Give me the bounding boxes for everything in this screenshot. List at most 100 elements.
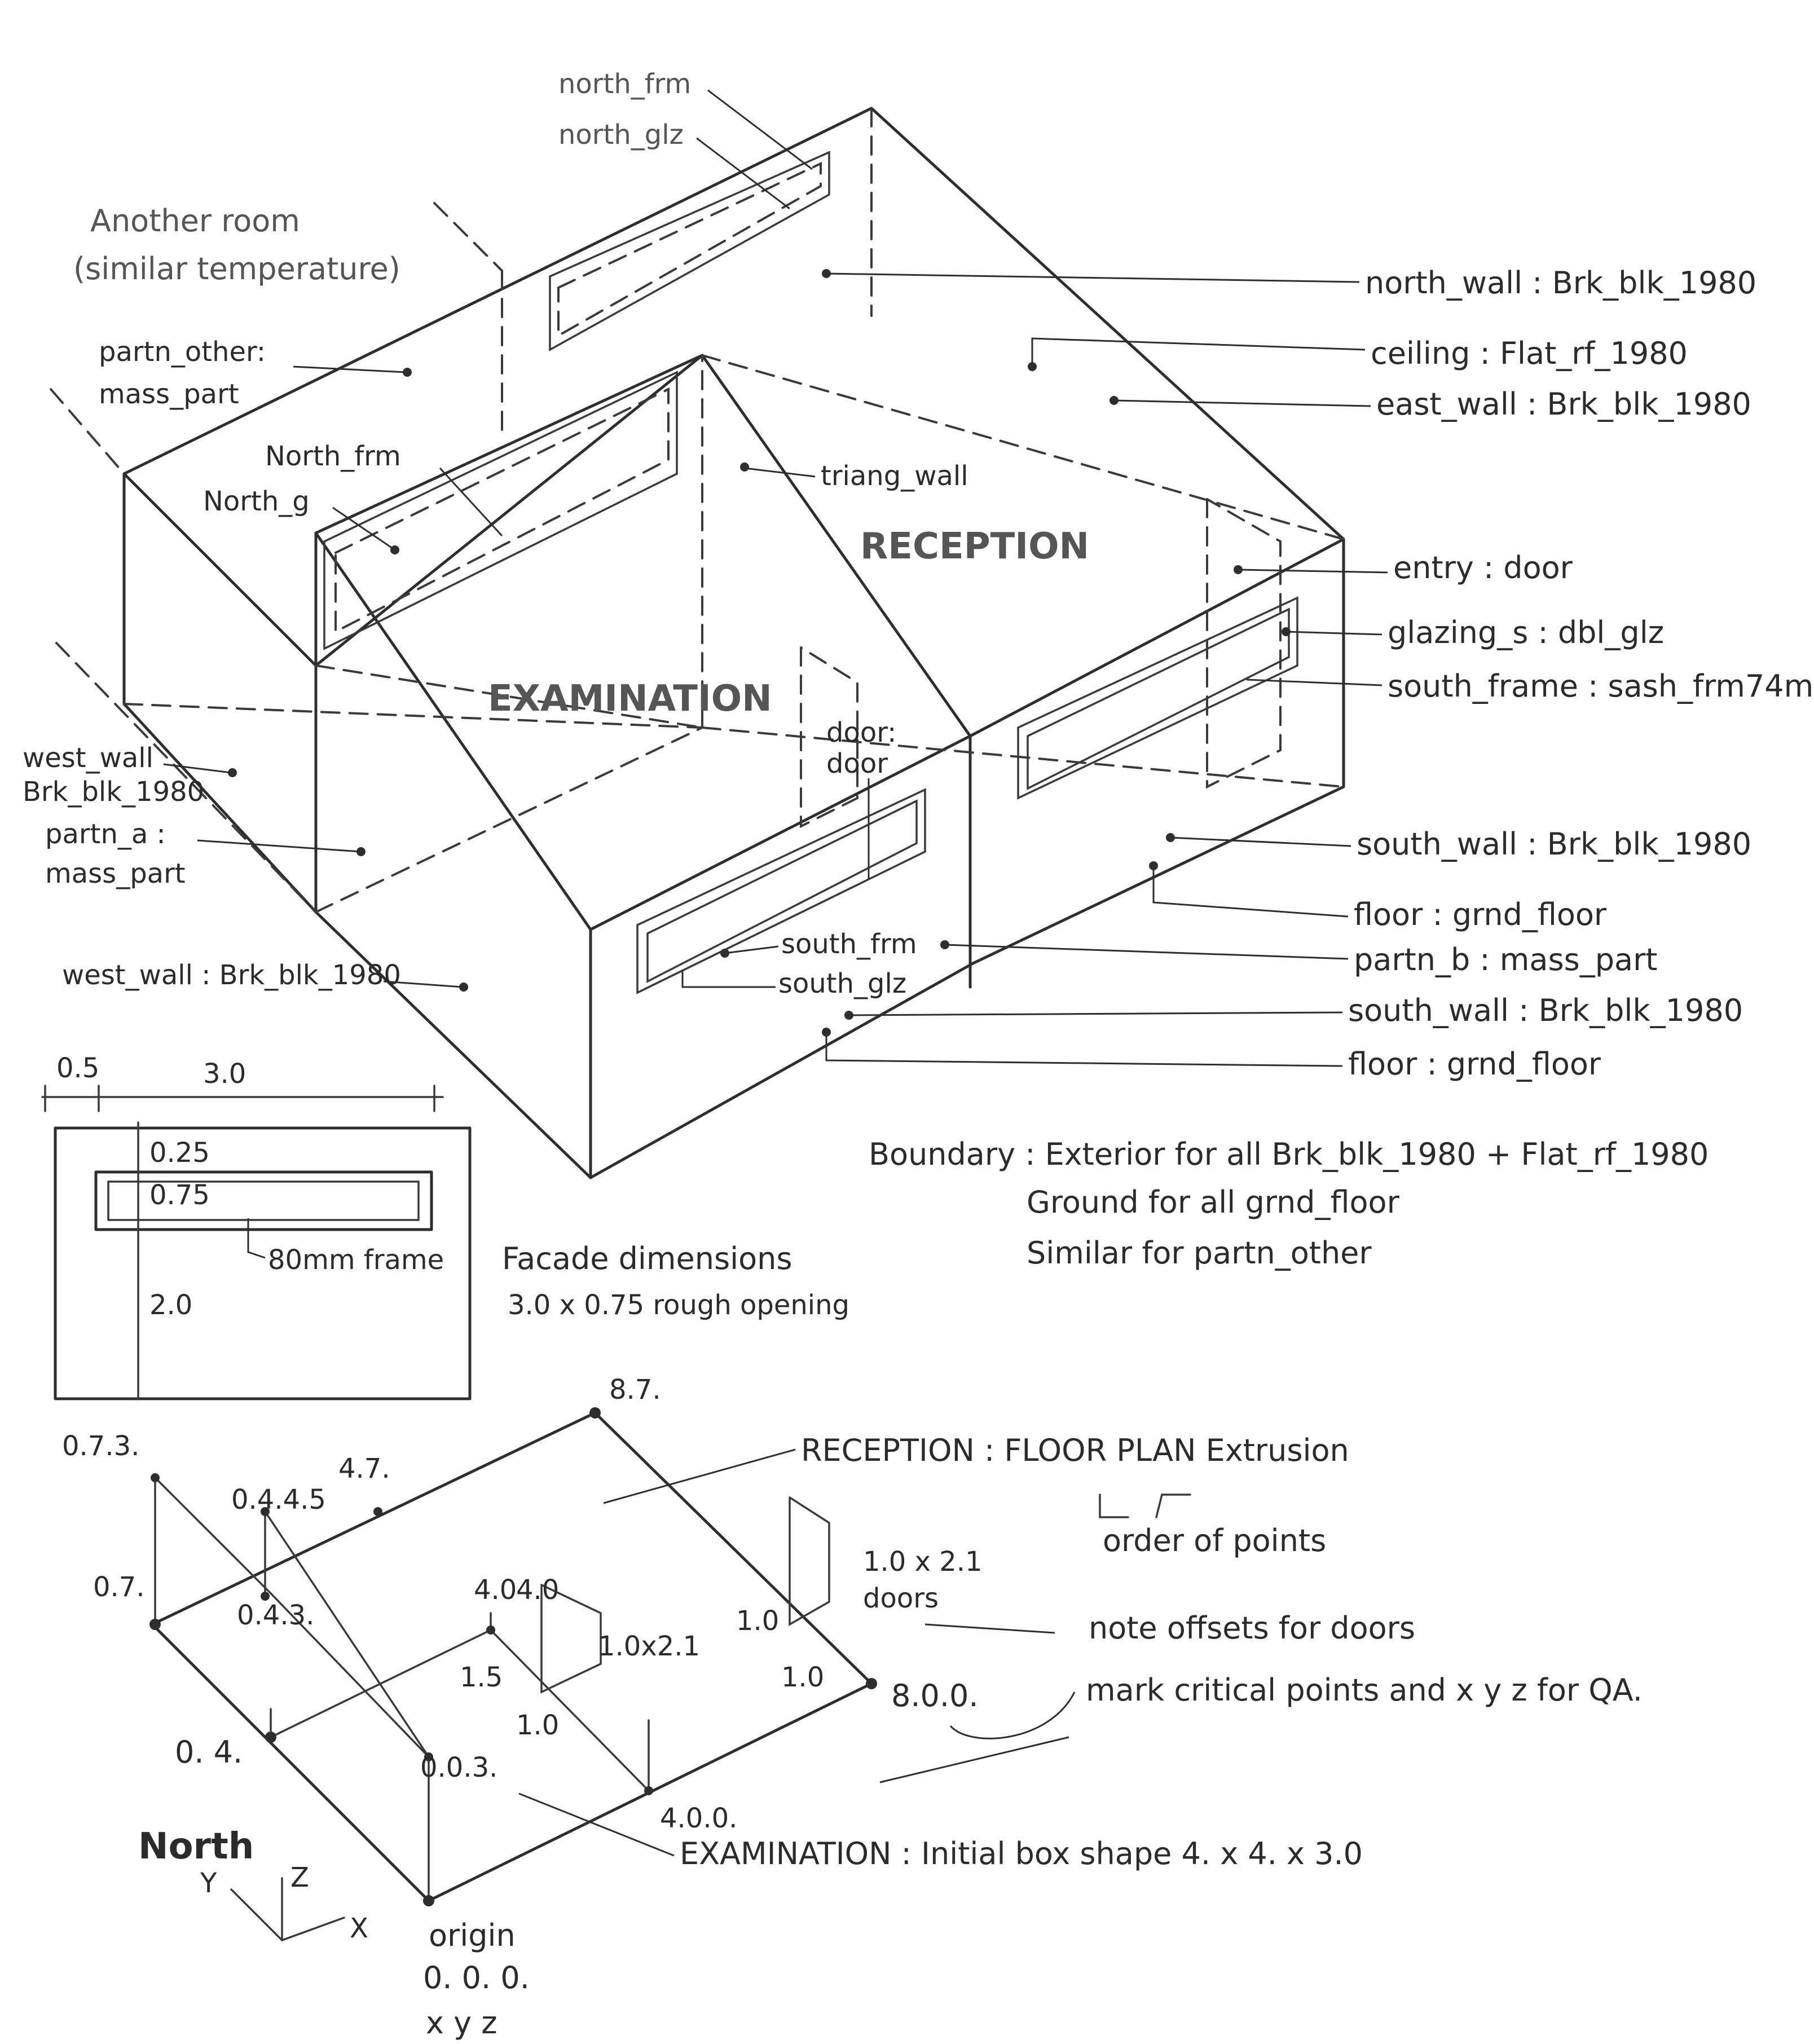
label-south-frm: south_frm	[781, 928, 917, 960]
boundary-line-2: Ground for all grnd_floor	[1027, 1184, 1400, 1220]
boundary-notes: Boundary : Exterior for all Brk_blk_1980…	[869, 1136, 1709, 1271]
south-window-recep-glass	[1027, 607, 1290, 790]
facade-dim-a: 0.5	[56, 1052, 99, 1084]
label-partn-b: partn_b : mass_part	[1354, 942, 1657, 977]
plan-pt-400: 4.0.0.	[660, 1803, 737, 1834]
hidden-line-west-floor	[123, 703, 703, 729]
axis-z-label: Z	[290, 1862, 309, 1893]
south-window-recep-frame	[1017, 596, 1298, 800]
hidden-line-another	[433, 202, 503, 272]
label-another-room: Another room	[90, 203, 300, 239]
label-mass-part-1: mass_part	[99, 378, 239, 410]
label-similar-temp: (similar temperature)	[73, 251, 400, 287]
facade-elevation: 0.5 3.0 0.25 0.75 2.0 80mm frame Facade …	[41, 1052, 849, 1400]
north-window-frame	[549, 151, 830, 351]
facade-window-outer	[94, 1170, 433, 1231]
plan-dim-10x21: 1.0x2.1	[598, 1631, 700, 1662]
plan-pt-043: 0.4.3.	[237, 1600, 314, 1631]
facade-caption-1: Facade dimensions	[502, 1241, 792, 1276]
facade-dim-c: 0.25	[149, 1137, 210, 1169]
plan-pt-003: 0.0.3.	[420, 1752, 497, 1783]
plan-door-1	[540, 1584, 602, 1694]
label-east-wall: east_wall : Brk_blk_1980	[1376, 386, 1751, 422]
facade-dim-e: 2.0	[149, 1289, 192, 1321]
label-door-2: door	[826, 748, 888, 779]
plan-pt-87: 8.7.	[609, 1374, 661, 1406]
plan-pt-07: 0.7.	[93, 1571, 145, 1603]
label-north-wall: north_wall : Brk_blk_1980	[1365, 265, 1756, 301]
axis-y-label: Y	[200, 1867, 217, 1899]
north-label: North	[138, 1826, 254, 1867]
south-window-exam-glass	[646, 799, 918, 983]
label-south-wall-2: south_wall : Brk_blk_1980	[1348, 993, 1743, 1028]
hidden-line-triang	[701, 354, 1345, 540]
label-door-1: door:	[826, 717, 896, 748]
plan-dim-10a: 1.0	[516, 1710, 559, 1741]
examination-roof-edge	[314, 354, 704, 535]
label-triang-wall: triang_wall	[821, 460, 968, 492]
floor-plan-extrusion: 0.7.3. 0.4.4.5 4.7. 8.7. 0.7. 0.4.3. 4.0…	[62, 1374, 979, 2041]
entry-door	[1206, 498, 1282, 789]
note-doors-1: 1.0 x 2.1	[863, 1546, 983, 1578]
note-reception: RECEPTION : FLOOR PLAN Extrusion	[801, 1433, 1349, 1468]
plan-exam-slope	[264, 1510, 430, 1758]
origin-axes: x y z	[426, 2005, 497, 2041]
plan-pt-0445: 0.4.4.5	[231, 1484, 326, 1516]
south-window-exam-frame	[636, 788, 926, 994]
label-examination: EXAMINATION	[488, 678, 772, 720]
label-north-frm-top: north_frm	[558, 68, 691, 100]
label-north-g: North_g	[203, 486, 310, 517]
plan-door-2	[789, 1496, 830, 1627]
label-entry: entry : door	[1393, 550, 1573, 585]
plan-exam-top	[154, 1477, 430, 1758]
label-west-wall-2: west_wall : Brk_blk_1980	[62, 959, 401, 991]
facade-dim-d: 0.75	[149, 1179, 210, 1211]
hidden-line-floor-south	[315, 726, 703, 913]
hidden-line-floor-east	[701, 726, 1345, 788]
label-south-frame: south_frame : sash_frm74mm	[1388, 668, 1814, 704]
label-south-glz: south_glz	[778, 968, 906, 999]
label-reception: RECEPTION	[860, 526, 1089, 567]
label-floor-2: floor : grnd_floor	[1348, 1046, 1601, 1082]
plan-dim-15: 1.5	[460, 1662, 503, 1693]
label-south-wall-1: south_wall : Brk_blk_1980	[1357, 826, 1751, 862]
note-critical: mark critical points and x y z for QA.	[1086, 1672, 1643, 1708]
plan-pt-47: 4.7.	[338, 1453, 390, 1484]
axis-x-label: X	[350, 1913, 368, 1944]
facade-frame-note: 80mm frame	[268, 1244, 444, 1276]
isometric-building	[50, 107, 1345, 1179]
label-north-glz-top: north_glz	[558, 119, 684, 151]
plan-dim-10c: 1.0	[781, 1662, 824, 1693]
plan-pt-800: 8.0.0.	[891, 1678, 979, 1713]
note-offsets: note offsets for doors	[1089, 1610, 1415, 1646]
facade-wall	[54, 1126, 472, 1400]
plan-pt-04: 0. 4.	[175, 1734, 243, 1770]
plan-pt-40a: 4.0	[474, 1574, 517, 1606]
facade-caption-2: 3.0 x 0.75 rough opening	[508, 1289, 849, 1321]
label-west-wall-1b: Brk_blk_1980	[23, 776, 204, 808]
north-g-frame	[323, 371, 678, 650]
boundary-line-1: Boundary : Exterior for all Brk_blk_1980…	[869, 1136, 1709, 1172]
label-partn-other: partn_other:	[99, 336, 266, 368]
note-order: order of points	[1103, 1523, 1326, 1558]
interior-door	[800, 646, 858, 829]
north-window-glass	[557, 161, 822, 338]
facade-dim-b: 3.0	[203, 1058, 246, 1090]
label-north-frm-mid: North_frm	[265, 440, 401, 472]
building-outline	[122, 107, 1345, 1179]
axis-icon: Y Z X	[200, 1862, 368, 1944]
label-west-wall-1: west_wall	[23, 742, 153, 774]
facade-window-inner	[107, 1180, 420, 1221]
plan-pt-073: 0.7.3.	[62, 1430, 139, 1462]
label-ceiling: ceiling : Flat_rf_1980	[1371, 336, 1688, 371]
origin-label: origin	[429, 1918, 516, 1953]
label-mass-part-2: mass_part	[45, 858, 186, 889]
north-g-glass	[334, 387, 670, 634]
label-glazing-s: glazing_s : dbl_glz	[1388, 615, 1664, 650]
label-floor-1: floor : grnd_floor	[1354, 897, 1607, 932]
hidden-line-west-top	[50, 388, 125, 475]
note-doors-2: doors	[863, 1583, 939, 1614]
label-partn-a: partn_a :	[45, 818, 166, 850]
hidden-line-partn-a	[55, 642, 317, 913]
